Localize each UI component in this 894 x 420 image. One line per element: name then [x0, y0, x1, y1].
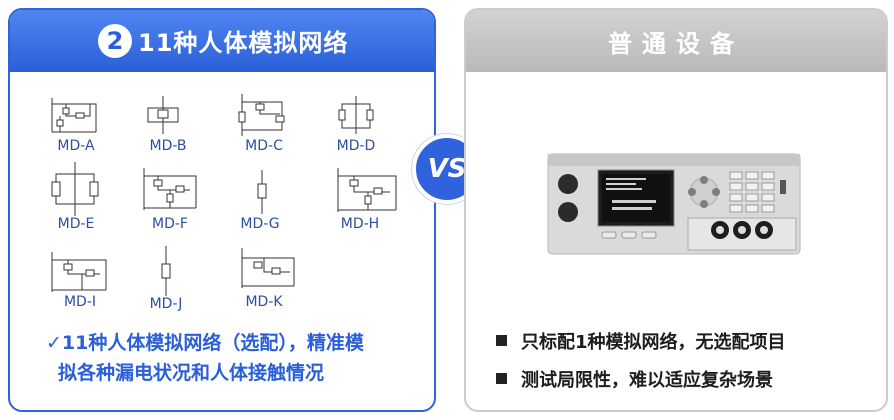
model-label-md-c: MD-C [245, 138, 283, 154]
circuit-md-h [330, 164, 406, 216]
bullet-row-2: 测试局限性，难以适应复杂场景 [496, 366, 773, 392]
model-label-md-i: MD-I [63, 294, 97, 310]
circuit-md-i [44, 250, 114, 296]
number-badge: 2 [98, 24, 132, 58]
circuit-md-f [136, 164, 204, 214]
circuit-md-c [230, 90, 296, 140]
bullet-square-icon [496, 373, 507, 384]
bullet-text: 只标配1种模拟网络，无选配项目 [521, 332, 786, 353]
bullet-text: 测试局限性，难以适应复杂场景 [521, 370, 773, 391]
model-label-md-a: MD-A [57, 138, 95, 154]
circuit-md-e [38, 160, 112, 218]
circuit-md-a [46, 92, 106, 138]
bullet-row-1: 只标配1种模拟网络，无选配项目 [496, 328, 786, 354]
bullet-square-icon [496, 335, 507, 346]
device-image [546, 152, 802, 256]
left-header: 2 11种人体模拟网络 [10, 10, 434, 72]
right-panel: 普通设备 [464, 8, 888, 412]
model-label-md-b: MD-B [149, 138, 187, 154]
circuit-md-b [138, 94, 188, 136]
left-panel: 2 11种人体模拟网络 MD-A MD-B MD-C MD-D MD-E MD-… [8, 8, 436, 412]
circuit-md-d [328, 92, 384, 138]
right-title: 普通设备 [608, 30, 744, 58]
feature-line-1: ✓11种人体模拟网络（选配），精准模 [46, 332, 364, 354]
model-label-md-g: MD-G [240, 216, 280, 232]
model-label-md-d: MD-D [336, 138, 376, 154]
left-title: 11种人体模拟网络 [138, 29, 349, 57]
model-label-md-j: MD-J [149, 296, 183, 312]
circuit-md-g [242, 168, 282, 216]
model-label-md-h: MD-H [340, 216, 380, 232]
feature-line-2: 拟各种漏电状况和人体接触情况 [58, 362, 325, 384]
circuit-md-k [234, 246, 302, 292]
model-label-md-e: MD-E [57, 216, 95, 232]
right-header: 普通设备 [466, 10, 886, 72]
model-label-md-k: MD-K [245, 294, 283, 310]
model-label-md-f: MD-F [152, 216, 188, 232]
circuit-md-j [146, 244, 186, 298]
